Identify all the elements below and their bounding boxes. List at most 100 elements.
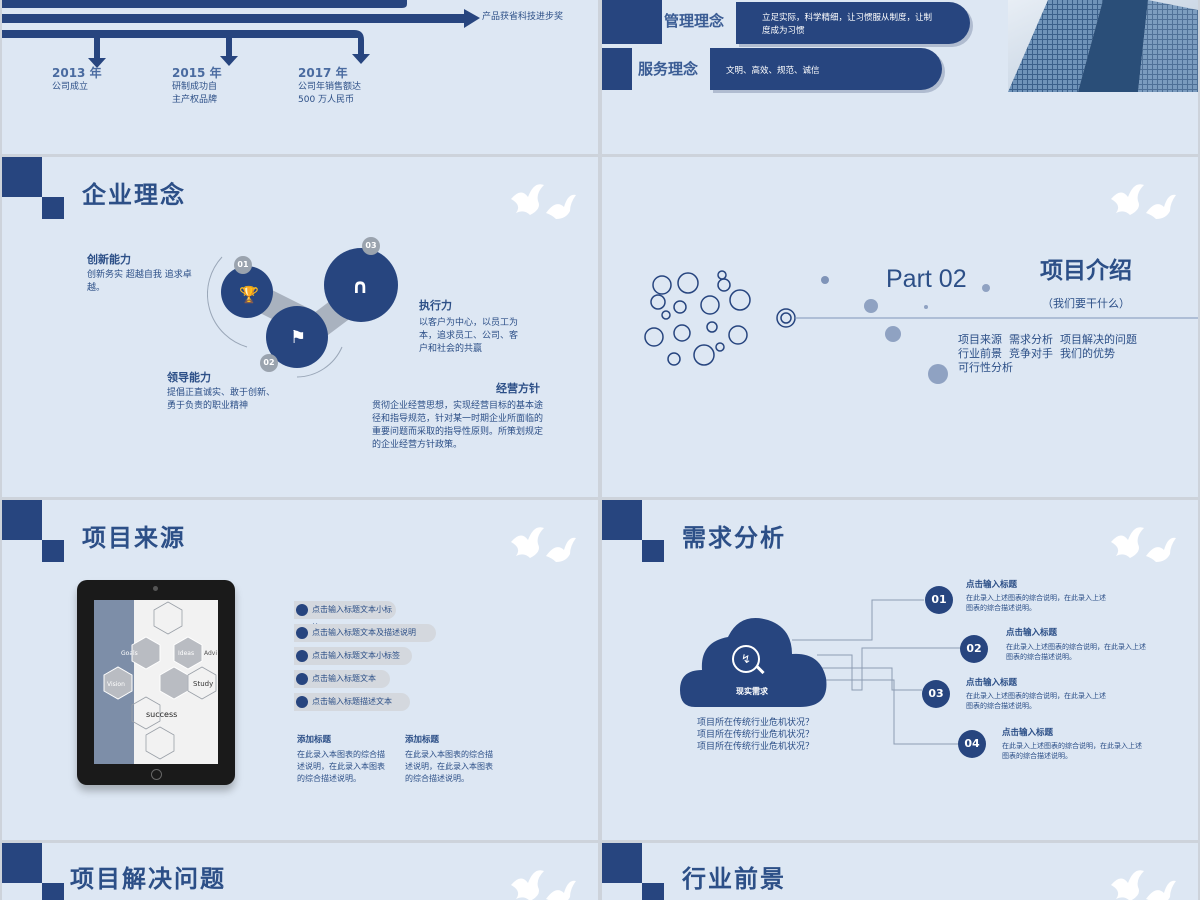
block-heading-execution: 执行力 [419, 299, 452, 312]
service-label: 服务理念 [638, 60, 699, 78]
section-subtitle: （我们要干什么） [1042, 297, 1130, 310]
doves-icon [1111, 527, 1176, 562]
hexagon-graphic [94, 600, 217, 764]
flag-icon: ⚑ [290, 327, 307, 348]
slide-project-intro[interactable]: Part 02 项目介绍 （我们要干什么） 项目来源 需求分析 项目解决的问题 … [602, 157, 1198, 497]
slide-industry-outlook[interactable]: 行业前景 [602, 843, 1198, 900]
block-desc-policy: 贯彻企业经营思想，实现经营目标的基本途 径和指导规范，针对某一时期企业所面临的 … [372, 401, 544, 450]
block-heading-leadership: 领导能力 [167, 371, 211, 384]
magnifier-chart-icon: ↯ [732, 645, 760, 673]
pill-label: 点击输入标题文本及描述说明 [312, 628, 416, 637]
skyscraper-image [1008, 0, 1198, 92]
pill-item-4[interactable]: 点击输入标题文本 [294, 670, 390, 688]
node-num-02: 02 [263, 358, 275, 367]
management-label-box [602, 0, 662, 44]
screen-word-success: success [146, 710, 178, 719]
item-desc-3: 在此录入上述图表的综合说明，在此录入上述 图表的综合描述说明。 [966, 692, 1106, 710]
section-title: 项目介绍 [1040, 258, 1132, 284]
block-desc-leadership: 提倡正直诚实、敢于创新、 勇于负责的职业精神 [167, 388, 276, 411]
corner-square-large [2, 157, 42, 197]
item-desc-1: 在此录入上述图表的综合说明，在此录入上述 图表的综合描述说明。 [966, 594, 1106, 612]
corner-square-large [2, 500, 42, 540]
item-heading-2: 点击输入标题 [1006, 628, 1058, 638]
item-heading-3: 点击输入标题 [966, 678, 1018, 688]
note-heading-2: 添加标题 [405, 735, 440, 745]
tablet-image: Goals Ideas Advi Vision Study success [77, 580, 235, 785]
topic-list: 项目来源 需求分析 项目解决的问题 行业前景 竞争对手 我们的优势 可行性分析 [958, 333, 1137, 374]
bubbles-decoration [644, 270, 1198, 384]
block-heading-policy: 经营方针 [496, 382, 540, 395]
corner-square-small [42, 540, 64, 562]
slide-title: 企业理念 [82, 181, 186, 209]
milestone-desc-2013: 公司成立 [52, 82, 89, 92]
screen-word-goals: Goals [121, 650, 138, 657]
item-heading-1: 点击输入标题 [966, 580, 1018, 590]
pill-label: 点击输入标题文本小标签 [312, 651, 400, 660]
doves-icon [511, 527, 576, 562]
slide-title: 需求分析 [682, 524, 786, 552]
trophy-icon: 🏆 [239, 285, 259, 304]
pill-item-5[interactable]: 点击输入标题描述文本 [294, 693, 410, 711]
doves-icon [511, 870, 576, 900]
cloud-label: 现实需求 [736, 687, 768, 696]
node-num-01: 01 [237, 260, 249, 269]
corner-square-small [642, 883, 664, 900]
pill-item-1[interactable]: 点击输入标题文本小标签 [294, 601, 396, 632]
slide-project-source[interactable]: 项目来源 Goals I [2, 500, 598, 840]
item-number-4: 04 [958, 730, 986, 758]
item-number-1: 01 [925, 586, 953, 614]
pill-bullet-icon [296, 696, 308, 708]
block-desc-innovation: 创新务实 超越自我 追求卓 越。 [87, 270, 192, 293]
item-desc-4: 在此录入上述图表的综合说明，在此录入上述 图表的综合描述说明。 [1002, 742, 1142, 760]
corner-square-large [2, 843, 42, 883]
pill-bullet-icon [296, 650, 308, 662]
award-text: 产品获省科技进步奖 [482, 12, 564, 22]
note-desc-1: 在此录入本图表的综合描 述说明，在此录入本图表 的综合描述说明。 [297, 750, 385, 783]
finish-gate-icon: ∩ [352, 274, 369, 298]
screen-word-vision: Vision [107, 681, 125, 688]
pill-bullet-icon [296, 604, 308, 616]
screen-word-advi: Advi [204, 650, 218, 657]
block-heading-innovation: 创新能力 [87, 253, 131, 266]
corner-square-large [602, 500, 642, 540]
screen-word-study: Study [193, 680, 214, 688]
tablet-home-button-icon [151, 769, 162, 780]
pill-item-3[interactable]: 点击输入标题文本小标签 [294, 647, 412, 665]
doves-icon [1111, 184, 1176, 219]
corner-square-large [602, 843, 642, 883]
item-desc-2: 在此录入上述图表的综合说明，在此录入上述 图表的综合描述说明。 [1006, 643, 1146, 661]
milestone-year-2015: 2015 年 [172, 66, 222, 80]
tablet-screen: Goals Ideas Advi Vision Study success [94, 600, 218, 764]
milestone-desc-2015: 研制成功自 主产权品牌 [172, 82, 218, 105]
slide-demand-analysis[interactable]: 需求分析 ↯ 现实需求 项目所在传统行业危机状况？ 项目所在传统行业危机状况？ … [602, 500, 1198, 840]
management-label: 管理理念 [664, 12, 725, 30]
pill-item-2[interactable]: 点击输入标题文本及描述说明 [294, 624, 436, 642]
note-heading-1: 添加标题 [297, 735, 332, 745]
milestone-desc-2017: 公司年销售额达 500 万人民币 [298, 82, 362, 105]
block-desc-execution: 以客户为中心，以员工为 本，追求员工、公司、客 户和社会的共赢 [419, 318, 519, 354]
philosophy-diagram [207, 237, 398, 378]
service-label-box [602, 48, 632, 90]
pill-label: 点击输入标题描述文本 [312, 697, 392, 706]
service-bar [710, 48, 942, 90]
question-list: 项目所在传统行业危机状况？ 项目所在传统行业危机状况？ 项目所在传统行业危机状况… [697, 718, 815, 752]
corner-square-small [42, 883, 64, 900]
slide-title: 项目解决问题 [70, 865, 226, 893]
corner-square-small [42, 197, 64, 219]
connector-lines [792, 599, 962, 745]
slide-philosophy-top[interactable]: 管理理念 立足实际，科学精细，让习惯服从制度，让制 度成为习惯 服务理念 文明、… [602, 0, 1198, 154]
note-desc-2: 在此录入本图表的综合描 述说明，在此录入本图表 的综合描述说明。 [405, 750, 493, 783]
milestone-year-2013: 2013 年 [52, 66, 102, 80]
doves-icon [1111, 870, 1176, 900]
service-desc: 文明、高效、规范、诚信 [726, 66, 820, 76]
slide-problem-solving[interactable]: 项目解决问题 [2, 843, 598, 900]
tablet-camera-icon [153, 586, 158, 591]
slide-corporate-philosophy[interactable]: 企业理念 🏆 ⚑ ∩ 01 02 03 创新能力 创新务实 超越自我 追求卓 越… [2, 157, 598, 497]
node-num-03: 03 [365, 241, 377, 250]
corner-square-small [642, 540, 664, 562]
management-desc: 立足实际，科学精细，让习惯服从制度，让制 度成为习惯 [762, 13, 933, 36]
slide-company-history[interactable]: 产品获省科技进步奖 2013 年 公司成立 2015 年 研制成功自 主产权品牌… [2, 0, 598, 154]
timeline-arrows [2, 0, 480, 68]
milestone-year-2017: 2017 年 [298, 66, 348, 80]
doves-icon [511, 184, 576, 219]
